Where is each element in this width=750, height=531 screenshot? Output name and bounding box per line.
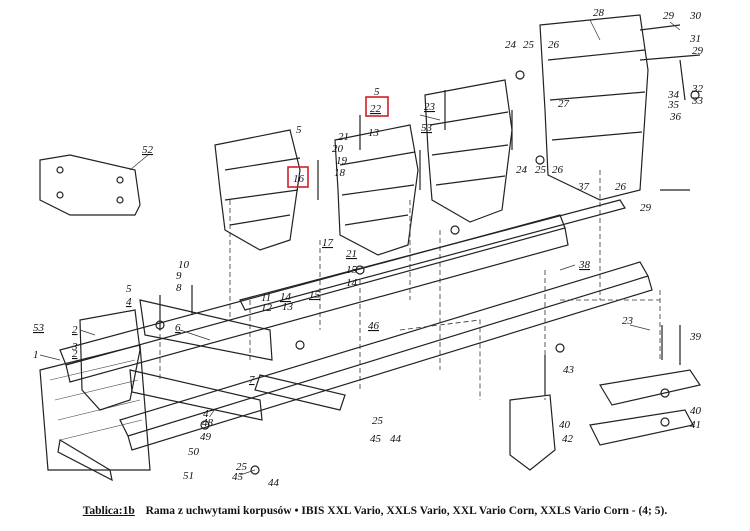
part-label-39: 39 bbox=[689, 331, 702, 343]
part-label-29b: 29 bbox=[640, 202, 652, 214]
part-label-9: 9 bbox=[176, 270, 182, 282]
part-label-42: 42 bbox=[562, 433, 574, 445]
part-label-23: 23 bbox=[424, 101, 436, 113]
part-label-30: 30 bbox=[689, 10, 702, 22]
part-label-36: 36 bbox=[669, 111, 682, 123]
part-label-8: 8 bbox=[176, 282, 182, 294]
part-label-43: 43 bbox=[563, 364, 575, 376]
part-label-24: 24 bbox=[505, 39, 517, 51]
leader-lines bbox=[39, 19, 681, 476]
part-label-44b: 44 bbox=[390, 433, 402, 445]
part-label-25: 25 bbox=[523, 39, 535, 51]
main-frame bbox=[39, 199, 653, 482]
part-label-18: 18 bbox=[334, 167, 346, 179]
table-label: Tablica:1b bbox=[82, 505, 135, 517]
part-label-45b: 45 bbox=[370, 433, 382, 445]
part-label-15: 15 bbox=[309, 289, 321, 301]
part-label-44: 44 bbox=[268, 477, 280, 489]
part-label-12: 12 bbox=[261, 302, 273, 314]
part-label-11: 11 bbox=[261, 292, 271, 304]
part-label-4: 4 bbox=[126, 296, 132, 308]
part-label-50: 50 bbox=[188, 446, 200, 458]
part-label-47: 47 bbox=[203, 408, 215, 420]
part-label-2b: 2 bbox=[72, 348, 78, 360]
highlight-box-16 bbox=[287, 166, 309, 188]
part-label-29c: 29 bbox=[692, 45, 704, 57]
part-label-27: 27 bbox=[558, 98, 570, 110]
part-label-40b: 40 bbox=[690, 405, 702, 417]
part-label-19: 19 bbox=[336, 155, 348, 167]
diagram-caption: Tablica:1b Rama z uchwytami korpusów • I… bbox=[0, 505, 750, 517]
part-label-28: 28 bbox=[593, 7, 605, 19]
part-label-2: 2 bbox=[72, 324, 78, 336]
part-label-53b: 53 bbox=[421, 122, 433, 134]
part-label-6: 6 bbox=[175, 322, 181, 334]
part-label-26: 26 bbox=[548, 39, 560, 51]
right-brackets bbox=[509, 369, 701, 471]
part-label-7: 7 bbox=[249, 374, 255, 386]
part-labels: 1 2 3 4 5 6 7 8 9 10 11 12 13 14 15 16 1… bbox=[33, 7, 704, 489]
assembly-lines bbox=[159, 170, 661, 400]
part-label-15b: 15 bbox=[346, 264, 358, 276]
part-label-49: 49 bbox=[200, 431, 212, 443]
part-label-23b: 23 bbox=[622, 315, 634, 327]
body-holder-brackets bbox=[79, 14, 649, 421]
part-label-24b: 24 bbox=[516, 164, 528, 176]
part-label-34: 34 bbox=[667, 89, 680, 101]
side-plate-52 bbox=[39, 154, 141, 216]
part-label-10: 10 bbox=[178, 259, 190, 271]
part-label-22: 22 bbox=[370, 103, 382, 115]
part-label-1: 1 bbox=[33, 349, 39, 361]
part-label-37: 37 bbox=[577, 181, 590, 193]
part-label-16: 16 bbox=[293, 173, 305, 185]
part-label-5c: 5 bbox=[374, 86, 380, 98]
exploded-parts-diagram: 1 2 3 4 5 6 7 8 9 10 11 12 13 14 15 16 1… bbox=[33, 7, 704, 489]
part-label-13b: 13 bbox=[368, 127, 380, 139]
fasteners bbox=[155, 24, 701, 475]
part-label-48: 48 bbox=[202, 417, 214, 429]
part-label-17: 17 bbox=[322, 237, 334, 249]
part-label-25c: 25 bbox=[372, 415, 384, 427]
highlight-boxes bbox=[287, 96, 389, 188]
part-label-45: 45 bbox=[232, 471, 244, 483]
part-label-14: 14 bbox=[280, 291, 292, 303]
part-label-38: 38 bbox=[578, 259, 591, 271]
caption-title: Rama z uchwytami korpusów • IBIS XXL Var… bbox=[145, 505, 668, 517]
part-label-31: 31 bbox=[689, 33, 701, 45]
part-label-20: 20 bbox=[332, 143, 344, 155]
part-label-46: 46 bbox=[368, 320, 380, 332]
part-label-32: 32 bbox=[691, 83, 704, 95]
part-label-25d: 25 bbox=[236, 461, 248, 473]
part-label-21b: 21 bbox=[338, 131, 349, 143]
part-label-21: 21 bbox=[346, 248, 357, 260]
part-label-35: 35 bbox=[667, 99, 680, 111]
part-label-13: 13 bbox=[282, 301, 294, 313]
part-label-41: 41 bbox=[690, 419, 701, 431]
part-label-40: 40 bbox=[559, 419, 571, 431]
part-label-52: 52 bbox=[142, 144, 154, 156]
part-label-25b: 25 bbox=[535, 164, 547, 176]
part-label-29: 29 bbox=[663, 10, 675, 22]
part-label-26c: 26 bbox=[615, 181, 627, 193]
part-label-53: 53 bbox=[33, 322, 45, 334]
part-label-5b: 5 bbox=[296, 124, 302, 136]
part-label-3: 3 bbox=[71, 341, 78, 353]
part-label-5: 5 bbox=[126, 283, 132, 295]
highlight-box-22 bbox=[365, 96, 389, 117]
part-label-51: 51 bbox=[183, 470, 194, 482]
part-label-26b: 26 bbox=[552, 164, 564, 176]
part-label-14b: 14 bbox=[346, 277, 358, 289]
part-label-33: 33 bbox=[691, 95, 704, 107]
